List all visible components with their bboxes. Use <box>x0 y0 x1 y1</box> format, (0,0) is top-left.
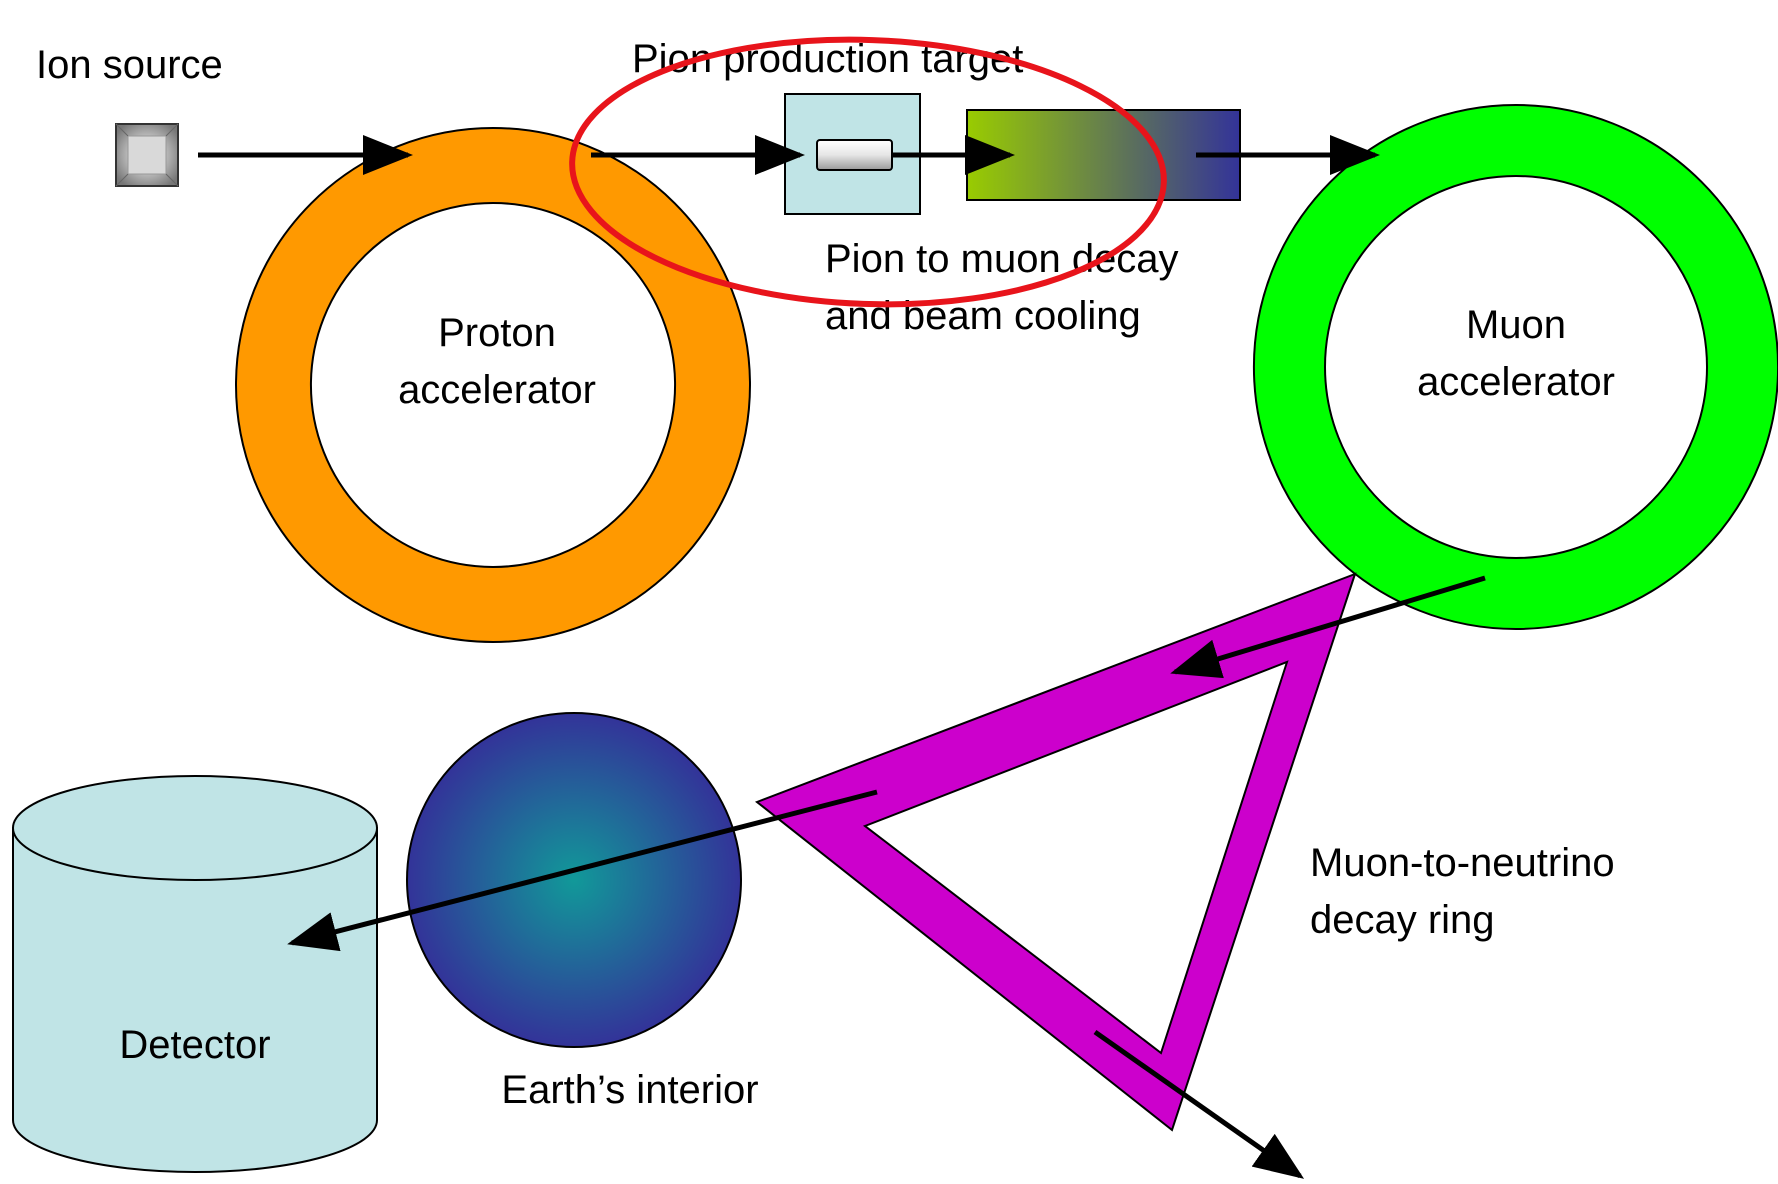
target-rod-icon <box>816 139 893 171</box>
detector-cylinder <box>12 775 378 1173</box>
arrow-muon-to-decay-ring <box>1170 575 1486 679</box>
muon-accelerator-label-line1: Muon <box>1466 303 1566 347</box>
ion-source-label: Ion source <box>36 43 223 87</box>
muon-accelerator-ring <box>1253 103 1778 631</box>
ion-source-icon <box>115 123 179 187</box>
proton-accelerator-label-line2: accelerator <box>398 368 596 412</box>
proton-accelerator-ring <box>235 126 751 644</box>
decay-ring-triangle <box>754 572 1357 1132</box>
proton-accelerator-label-line1: Proton <box>438 311 556 355</box>
arrow-neutrino-beam <box>287 789 878 952</box>
decay-cooling-label-line2: and beam cooling <box>825 294 1141 338</box>
decay-cooling-label-line1: Pion to muon decay <box>825 237 1179 281</box>
decay-ring-label-line1: Muon-to-neutrino <box>1310 841 1615 885</box>
detector-label: Detector <box>119 1023 270 1067</box>
muon-accelerator-label-line2: accelerator <box>1417 360 1615 404</box>
decay-ring-label-line2: decay ring <box>1310 898 1495 942</box>
earth-interior-label: Earth’s interior <box>501 1068 758 1112</box>
arrow-decay-ring-out <box>1093 1029 1305 1179</box>
earth-interior-sphere <box>406 712 742 1048</box>
highlight-ellipse <box>569 36 1167 308</box>
